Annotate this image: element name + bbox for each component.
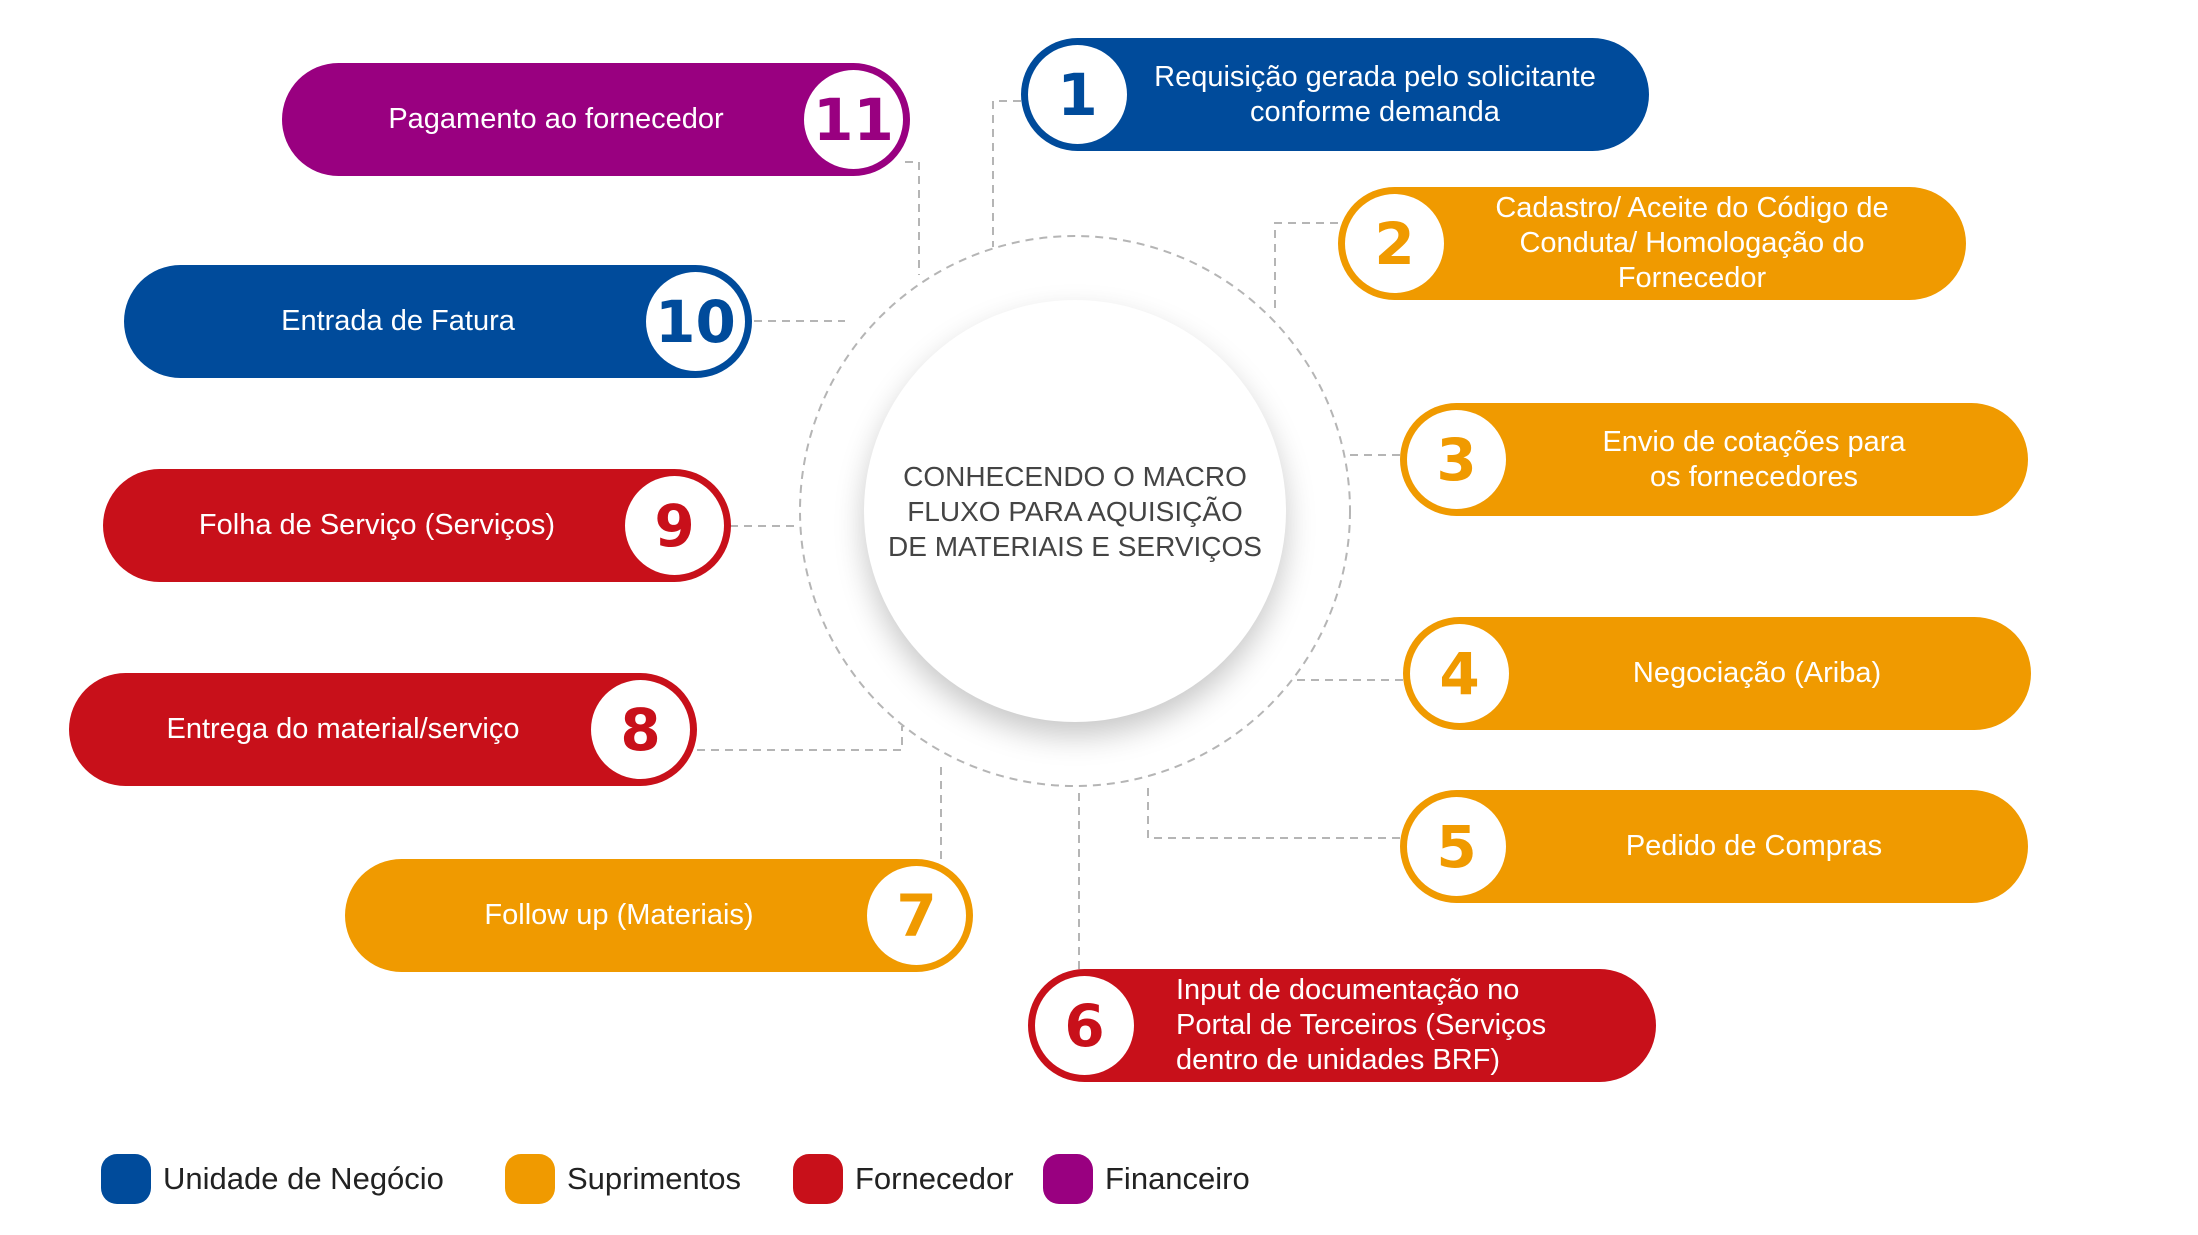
- legend-swatch: [793, 1154, 843, 1204]
- step-number: 1: [1028, 45, 1127, 144]
- step-label: Entrada de Fatura: [281, 305, 515, 337]
- step-2: 2 Cadastro/ Aceite do Código de Conduta/…: [1338, 187, 1966, 300]
- center-title: CONHECENDO O MACRO FLUXO PARA AQUISIÇÃO …: [864, 300, 1286, 722]
- legend-fornecedor: Fornecedor: [793, 1154, 1014, 1204]
- step-label: Follow up (Materiais): [484, 899, 754, 931]
- step-number: 4: [1410, 624, 1509, 723]
- step-7: 7 Follow up (Materiais): [345, 859, 973, 972]
- step-label: Negociação (Ariba): [1632, 657, 1882, 689]
- step-5: 5 Pedido de Compras: [1400, 790, 2028, 903]
- dashed-ring: [799, 235, 1351, 787]
- step-label: Pedido de Compras: [1625, 830, 1883, 862]
- connector-1: [992, 100, 1021, 247]
- legend-label: Suprimentos: [567, 1161, 742, 1196]
- legend-suprimentos: Suprimentos: [505, 1154, 741, 1204]
- step-number: 5: [1407, 797, 1506, 896]
- legend-swatch: [101, 1154, 151, 1204]
- legend-label: Financeiro: [1105, 1161, 1250, 1196]
- step-label: Input de documentação no Portal de Terce…: [1176, 974, 1547, 1076]
- step-label: Entrega do material/serviço: [166, 713, 520, 745]
- step-label: Folha de Serviço (Serviços): [198, 509, 556, 541]
- legend-financeiro: Financeiro: [1043, 1154, 1250, 1204]
- step-label: Envio de cotações para os fornecedores: [1602, 425, 1906, 493]
- step-number: 8: [591, 680, 690, 779]
- step-10: 10 Entrada de Fatura: [124, 265, 752, 378]
- step-9: 9 Folha de Serviço (Serviços): [103, 469, 731, 582]
- step-label: Cadastro/ Aceite do Código de Conduta/ H…: [1495, 192, 1889, 294]
- step-label: Requisição gerada pelo solicitante confo…: [1154, 60, 1596, 128]
- step-8: 8 Entrega do material/serviço: [69, 673, 697, 786]
- step-4: 4 Negociação (Ariba): [1403, 617, 2031, 730]
- step-number: 7: [867, 866, 966, 965]
- legend-label: Unidade de Negócio: [163, 1161, 444, 1196]
- connector-2: [1274, 222, 1338, 310]
- step-label: Pagamento ao fornecedor: [388, 103, 724, 135]
- step-1: 1 Requisição gerada pelo solicitante con…: [1021, 38, 1649, 151]
- step-6: 6 Input de documentação no Portal de Ter…: [1028, 969, 1656, 1082]
- step-number: 11: [804, 70, 903, 169]
- step-3: 3 Envio de cotações para os fornecedores: [1400, 403, 2028, 516]
- step-number: 10: [646, 272, 745, 371]
- legend-swatch: [1043, 1154, 1093, 1204]
- step-number: 9: [625, 476, 724, 575]
- legend-unidade: Unidade de Negócio: [101, 1154, 444, 1204]
- connector-11: [905, 161, 920, 275]
- connector-5: [1147, 782, 1400, 839]
- step-number: 6: [1035, 976, 1134, 1075]
- legend-label: Fornecedor: [855, 1161, 1014, 1196]
- connector-8: [697, 726, 903, 751]
- step-number: 3: [1407, 410, 1506, 509]
- step-11: 11 Pagamento ao fornecedor: [282, 63, 910, 176]
- step-number: 2: [1345, 194, 1444, 293]
- legend-swatch: [505, 1154, 555, 1204]
